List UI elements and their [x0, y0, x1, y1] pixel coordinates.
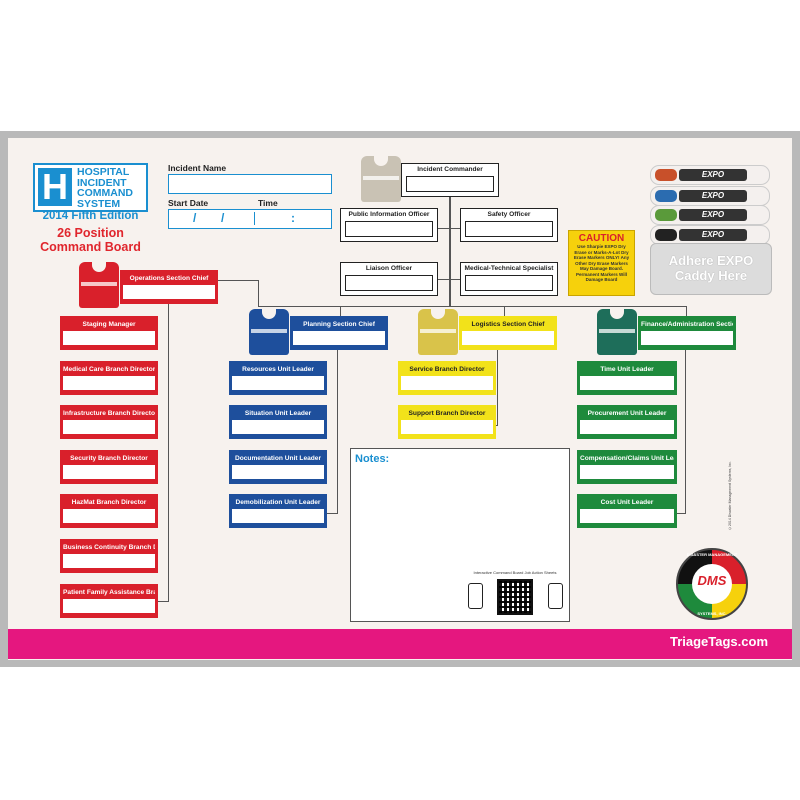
connector-line	[327, 513, 338, 514]
position-public-information-officer[interactable]: Public Information Officer	[340, 208, 438, 242]
marker-cap-icon	[655, 169, 677, 181]
field-divider	[254, 212, 255, 225]
position-safety-officer[interactable]: Safety Officer	[460, 208, 558, 242]
qr-code-icon[interactable]	[497, 579, 533, 615]
start-date-label: Start Date	[168, 198, 209, 208]
position-time-unit-leader[interactable]: Time Unit Leader	[577, 361, 677, 395]
operations-vest-icon	[79, 262, 119, 308]
position-cost-unit-leader[interactable]: Cost Unit Leader	[577, 494, 677, 528]
logo-letter: H	[38, 168, 72, 206]
finance-vest-icon	[597, 309, 637, 355]
dms-logo-icon: DISASTER MANAGEMENT DMS SYSTEMS, INC.	[676, 548, 748, 620]
qr-caption: Interactive Command Board Job Action She…	[473, 570, 557, 575]
marker-cap-icon	[655, 190, 677, 202]
expo-caddy: Adhere EXPO Caddy Here	[650, 243, 772, 295]
planning-vest-icon	[249, 309, 289, 355]
position-patient-family-assistance-branch-director[interactable]: Patient Family Assistance Branch Directo…	[60, 584, 158, 618]
position-resources-unit-leader[interactable]: Resources Unit Leader	[229, 361, 327, 395]
incident-name-label: Incident Name	[168, 163, 227, 173]
incident-name-field[interactable]	[168, 174, 332, 194]
connector-line	[337, 350, 338, 514]
board-title: 26 Position Command Board	[40, 226, 141, 254]
connector-line	[685, 350, 686, 514]
position-medical-care-branch-director[interactable]: Medical Care Branch Director	[60, 361, 158, 395]
connector-line	[437, 228, 461, 229]
website-link[interactable]: TriageTags.com	[669, 634, 768, 649]
position-demobilization-unit-leader[interactable]: Demobilization Unit Leader	[229, 494, 327, 528]
connector-line	[495, 425, 498, 426]
position-logistics-section-chief[interactable]: Logistics Section Chief	[459, 316, 557, 350]
marker-green[interactable]: EXPO	[650, 205, 770, 225]
start-date-time-field[interactable]: / / :	[168, 209, 332, 229]
position-situation-unit-leader[interactable]: Situation Unit Leader	[229, 405, 327, 439]
position-planning-section-chief[interactable]: Planning Section Chief	[290, 316, 388, 350]
logistics-vest-icon	[418, 309, 458, 355]
position-incident-commander[interactable]: Incident Commander	[401, 163, 499, 197]
caution-notice: CAUTION Use Sharpie EXPO Dry Erase or Ma…	[568, 230, 635, 296]
position-compensation-claims-unit-leader[interactable]: Compensation/Claims Unit Leader	[577, 450, 677, 484]
position-business-continuity-branch-director[interactable]: Business Continuity Branch Director	[60, 539, 158, 573]
connector-line	[340, 306, 341, 320]
edition-label: 2014 Fifth Edition	[42, 210, 139, 222]
marker-cap-icon	[655, 229, 677, 241]
logo-text: HOSPITAL INCIDENT COMMAND SYSTEM	[77, 166, 133, 210]
hics-logo: H HOSPITAL INCIDENT COMMAND SYSTEM	[33, 163, 148, 212]
connector-line	[437, 279, 461, 280]
marker-blue[interactable]: EXPO	[650, 186, 770, 206]
connector-line	[168, 302, 169, 602]
notes-area[interactable]: Notes:	[350, 448, 570, 622]
connector-line	[218, 280, 259, 281]
marker-cap-icon	[655, 209, 677, 221]
phone-icon	[468, 583, 483, 609]
phone-icon	[548, 583, 563, 609]
position-security-branch-director[interactable]: Security Branch Director	[60, 450, 158, 484]
copyright-text: ©2014 Disaster Management Systems, Inc.	[728, 461, 732, 530]
connector-line	[258, 280, 259, 307]
command-vest-icon	[361, 156, 401, 202]
position-medical-technical-specialist[interactable]: Medical-Technical Specialist	[460, 262, 558, 296]
time-label: Time	[258, 198, 278, 208]
position-staging-manager[interactable]: Staging Manager	[60, 316, 158, 350]
connector-line	[504, 306, 505, 320]
position-operations-section-chief[interactable]: Operations Section Chief	[120, 270, 218, 304]
position-hazmat-branch-director[interactable]: HazMat Branch Director	[60, 494, 158, 528]
position-documentation-unit-leader[interactable]: Documentation Unit Leader	[229, 450, 327, 484]
marker-black[interactable]: EXPO	[650, 225, 770, 245]
footer-bar	[8, 629, 792, 659]
connector-line	[686, 306, 687, 320]
position-service-branch-director[interactable]: Service Branch Director	[398, 361, 496, 395]
connector-line	[677, 513, 686, 514]
connector-line	[449, 192, 451, 307]
connector-line	[258, 306, 686, 307]
position-finance-administration-section-chief[interactable]: Finance/Administration Section Chief	[638, 316, 736, 350]
position-liaison-officer[interactable]: Liaison Officer	[340, 262, 438, 296]
connector-line	[497, 350, 498, 426]
marker-orange[interactable]: EXPO	[650, 165, 770, 185]
position-infrastructure-branch-director[interactable]: Infrastructure Branch Director	[60, 405, 158, 439]
position-support-branch-director[interactable]: Support Branch Director	[398, 405, 496, 439]
connector-line	[158, 601, 169, 602]
position-procurement-unit-leader[interactable]: Procurement Unit Leader	[577, 405, 677, 439]
